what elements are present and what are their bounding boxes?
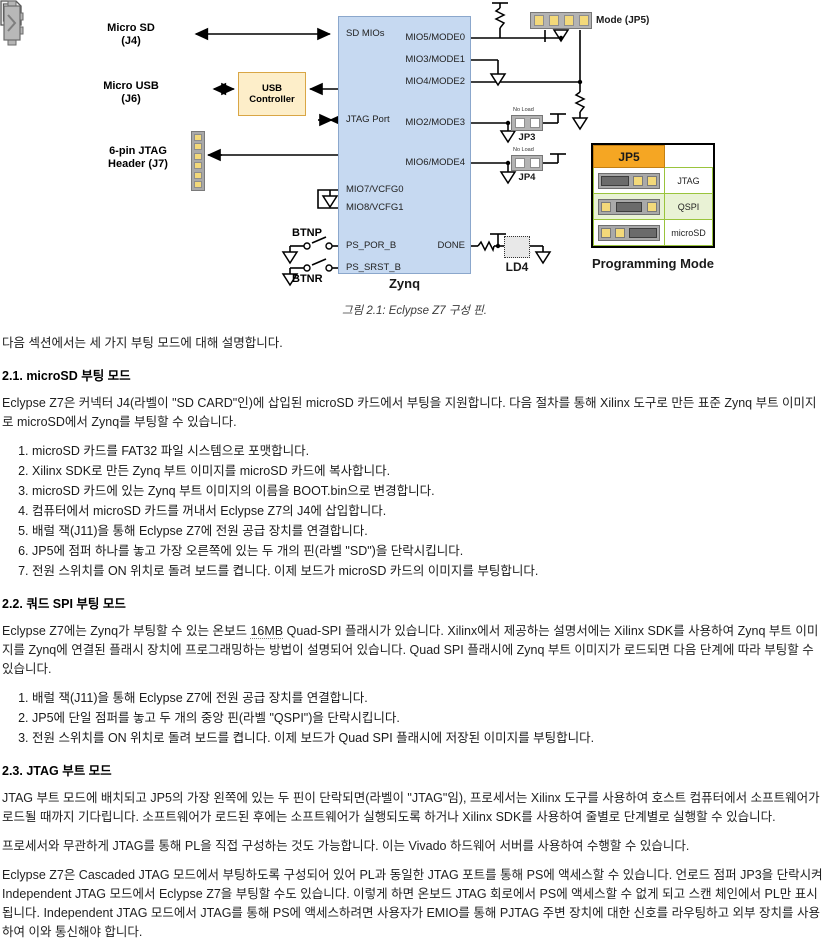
legend-mode-qspi: QSPI <box>664 193 713 220</box>
intro-paragraph: 다음 섹션에서는 세 가지 부팅 모드에 대해 설명합니다. <box>2 336 283 350</box>
jp5-pin <box>578 15 589 26</box>
list-item: microSD 카드에 있는 Zynq 부트 이미지의 이름을 BOOT.bin… <box>32 482 827 501</box>
mini-pin <box>633 175 643 186</box>
mini-pin <box>615 227 625 238</box>
pin-label-ps-por-b: PS_POR_B <box>346 240 397 251</box>
pin-label-jtag-port: JTAG Port <box>346 114 390 125</box>
list-item: 전원 스위치를 ON 위치로 돌려 보드를 켭니다. 이제 보드가 Quad S… <box>32 729 827 748</box>
jumper-jp3 <box>511 115 543 131</box>
legend-header-jp5: JP5 <box>593 145 665 168</box>
qspi-body-post: Quad-SPI 플래시가 있습니다. Xilinx에서 제공하는 설명서에는 … <box>2 624 819 676</box>
section-heading-microsd: 2.1. microSD 부팅 모드 <box>2 369 131 383</box>
list-item: 전원 스위치를 ON 위치로 돌려 보드를 켭니다. 이제 보드가 microS… <box>32 562 827 581</box>
jumper-jp5-label: Mode (JP5) <box>596 15 650 26</box>
pin-label-mio6-mode4: MIO6/MODE4 <box>405 157 465 168</box>
mini-pin <box>647 201 657 212</box>
section-body-microsd: Eclypse Z7은 커넥터 J4(라벨이 "SD CARD"인)에 삽입된 … <box>2 396 817 429</box>
jp3-pin <box>514 118 525 128</box>
connector-label-micro-usb: Micro USB (J6) <box>103 80 159 105</box>
jtag-header-pin <box>194 171 202 179</box>
jp3-pin <box>529 118 540 128</box>
jumper-jp4 <box>511 155 543 171</box>
qspi-flash-size: 16MB <box>250 624 284 639</box>
pin-label-mio2-mode3: MIO2/MODE3 <box>405 117 465 128</box>
list-item: 배럴 잭(J11)을 통해 Eclypse Z7에 전원 공급 장치를 연결합니… <box>32 522 827 541</box>
section-paragraph-jtag-1: JTAG 부트 모드에 배치되고 JP5의 가장 왼쪽에 있는 두 핀이 단락되… <box>2 791 820 824</box>
figure-caption: 그림 2.1: Eclypse Z7 구성 핀. <box>342 305 487 317</box>
legend-mode-jtag: JTAG <box>664 167 713 194</box>
pin-label-mio5-mode0: MIO5/MODE0 <box>405 32 465 43</box>
list-item: 컴퓨터에서 microSD 카드를 꺼내서 Eclypse Z7의 J4에 삽입… <box>32 502 827 521</box>
mini-pin <box>601 227 611 238</box>
led-ld4-label: LD4 <box>505 260 529 274</box>
legend-jumper-qspi <box>593 193 665 220</box>
button-label-btnp: BTNP <box>292 227 322 239</box>
legend-jumper-microsd <box>593 219 665 246</box>
pin-label-ps-srst-b: PS_SRST_B <box>346 262 401 273</box>
jp5-pin <box>563 15 574 26</box>
legend-mode-microsd: microSD <box>664 219 713 246</box>
programming-mode-legend: JP5 JTAG <box>591 143 715 248</box>
jumper-jp4-label: JP4 <box>518 172 536 183</box>
jumper-jp3-label: JP3 <box>518 132 536 143</box>
jp4-pin <box>514 158 525 168</box>
section-paragraph-jtag-3: Eclypse Z7은 Cascaded JTAG 모드에서 부팅하도록 구성되… <box>2 868 823 939</box>
pin-label-mio3-mode1: MIO3/MODE1 <box>405 54 465 65</box>
button-label-btnr: BTNR <box>292 273 323 285</box>
shunt-center <box>616 201 642 212</box>
jtag-header-pin <box>194 180 202 188</box>
zynq-block <box>338 16 471 274</box>
micro-usb-connector-icon <box>3 0 24 46</box>
list-item: JP5에 점퍼 하나를 놓고 가장 오른쪽에 있는 두 개의 핀(라벨 "SD"… <box>32 542 827 561</box>
usb-controller-block: USB Controller <box>238 72 306 116</box>
jtag-header-pin <box>194 134 202 141</box>
pin-label-mio8-vcfg1: MIO8/VCFG1 <box>346 202 404 213</box>
led-ld4-package <box>504 236 530 258</box>
list-item: JP5에 단일 점퍼를 놓고 두 개의 중앙 핀(라벨 "QSPI")을 단락시… <box>32 709 827 728</box>
section-paragraph-jtag-2: 프로세서와 무관하게 JTAG를 통해 PL을 직접 구성하는 것도 가능합니다… <box>2 839 690 853</box>
pin-label-mio7-vcfg0: MIO7/VCFG0 <box>346 184 404 195</box>
steps-list-qspi: 배럴 잭(J11)을 통해 Eclypse Z7에 전원 공급 장치를 연결합니… <box>2 689 827 748</box>
mini-header-jtag <box>598 172 660 189</box>
pin-label-sd-mios: SD MIOs <box>346 28 385 39</box>
jp5-pin <box>548 15 559 26</box>
figure-eclypse-z7-configuration-pins: Zynq SD MIOs JTAG Port MIO7/VCFG0 MIO8/V… <box>0 0 829 300</box>
mini-header-microsd <box>598 224 660 241</box>
resistor-symbols <box>477 7 586 253</box>
ground-symbols <box>281 29 589 287</box>
jp3-no-load-note: No Load <box>513 107 534 113</box>
jtag-header-pin <box>194 162 202 170</box>
jp5-pin <box>533 15 544 26</box>
shunt-right <box>629 227 657 238</box>
figure-wiring-svg <box>194 2 589 287</box>
jtag-header-connector <box>191 131 205 191</box>
steps-list-microsd: microSD 카드를 FAT32 파일 시스템으로 포맷합니다. Xilinx… <box>2 442 827 581</box>
list-item: microSD 카드를 FAT32 파일 시스템으로 포맷합니다. <box>32 442 827 461</box>
qspi-body-pre: Eclypse Z7에는 Zynq가 부팅할 수 있는 온보드 <box>2 624 251 638</box>
switch-contacts <box>303 242 333 272</box>
list-item: 배럴 잭(J11)을 통해 Eclypse Z7에 전원 공급 장치를 연결합니… <box>32 689 827 708</box>
jp4-no-load-note: No Load <box>513 147 534 153</box>
mini-pin <box>647 175 657 186</box>
connector-label-micro-sd: Micro SD (J4) <box>107 22 155 47</box>
jp4-pin <box>529 158 540 168</box>
legend-jumper-jtag <box>593 167 665 194</box>
shunt-left <box>601 175 629 186</box>
section-body-qspi: Eclypse Z7에는 Zynq가 부팅할 수 있는 온보드 16MB Qua… <box>2 622 827 679</box>
document-body: 그림 2.1: Eclypse Z7 구성 핀. 다음 섹션에서는 세 가지 부… <box>0 302 829 942</box>
mini-header-qspi <box>598 198 660 215</box>
mini-pin <box>601 201 611 212</box>
section-heading-jtag: 2.3. JTAG 부트 모드 <box>2 764 112 778</box>
pin-label-done: DONE <box>437 240 465 251</box>
jtag-header-pin <box>194 152 202 160</box>
pin-label-mio4-mode2: MIO4/MODE2 <box>405 76 465 87</box>
jtag-header-pin <box>194 143 202 151</box>
connector-label-jtag-header: 6-pin JTAG Header (J7) <box>108 145 168 170</box>
section-heading-qspi: 2.2. 쿼드 SPI 부팅 모드 <box>2 597 126 611</box>
legend-header-blank <box>664 145 713 168</box>
zynq-block-title: Zynq <box>388 276 421 291</box>
programming-mode-caption: Programming Mode <box>591 256 715 271</box>
jumper-jp5-mode-header <box>530 12 592 29</box>
list-item: Xilinx SDK로 만든 Zynq 부트 이미지를 microSD 카드에 … <box>32 462 827 481</box>
